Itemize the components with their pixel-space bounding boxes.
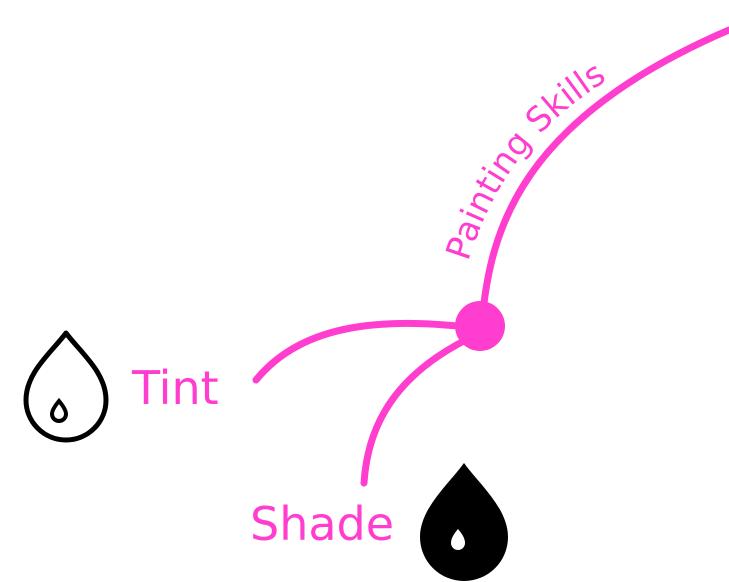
- drop-outline-icon: [23, 330, 109, 443]
- connector-curve-shade: [360, 330, 482, 487]
- hub-node[interactable]: [455, 301, 505, 351]
- node-label-tint: Tint: [131, 361, 219, 415]
- drop-filled-icon: [420, 463, 508, 581]
- drop-filled-highlight-icon: [451, 529, 465, 550]
- node-shade[interactable]: Shade: [250, 463, 508, 581]
- branch-curve-painting-skills: [478, 26, 729, 326]
- node-tint[interactable]: Tint: [23, 330, 219, 443]
- drop-outline-inner-icon: [49, 397, 69, 423]
- connector-curve-tint: [252, 319, 482, 384]
- node-label-shade: Shade: [250, 497, 394, 551]
- branch-label-painting-skills[interactable]: Painting Skills: [439, 54, 613, 265]
